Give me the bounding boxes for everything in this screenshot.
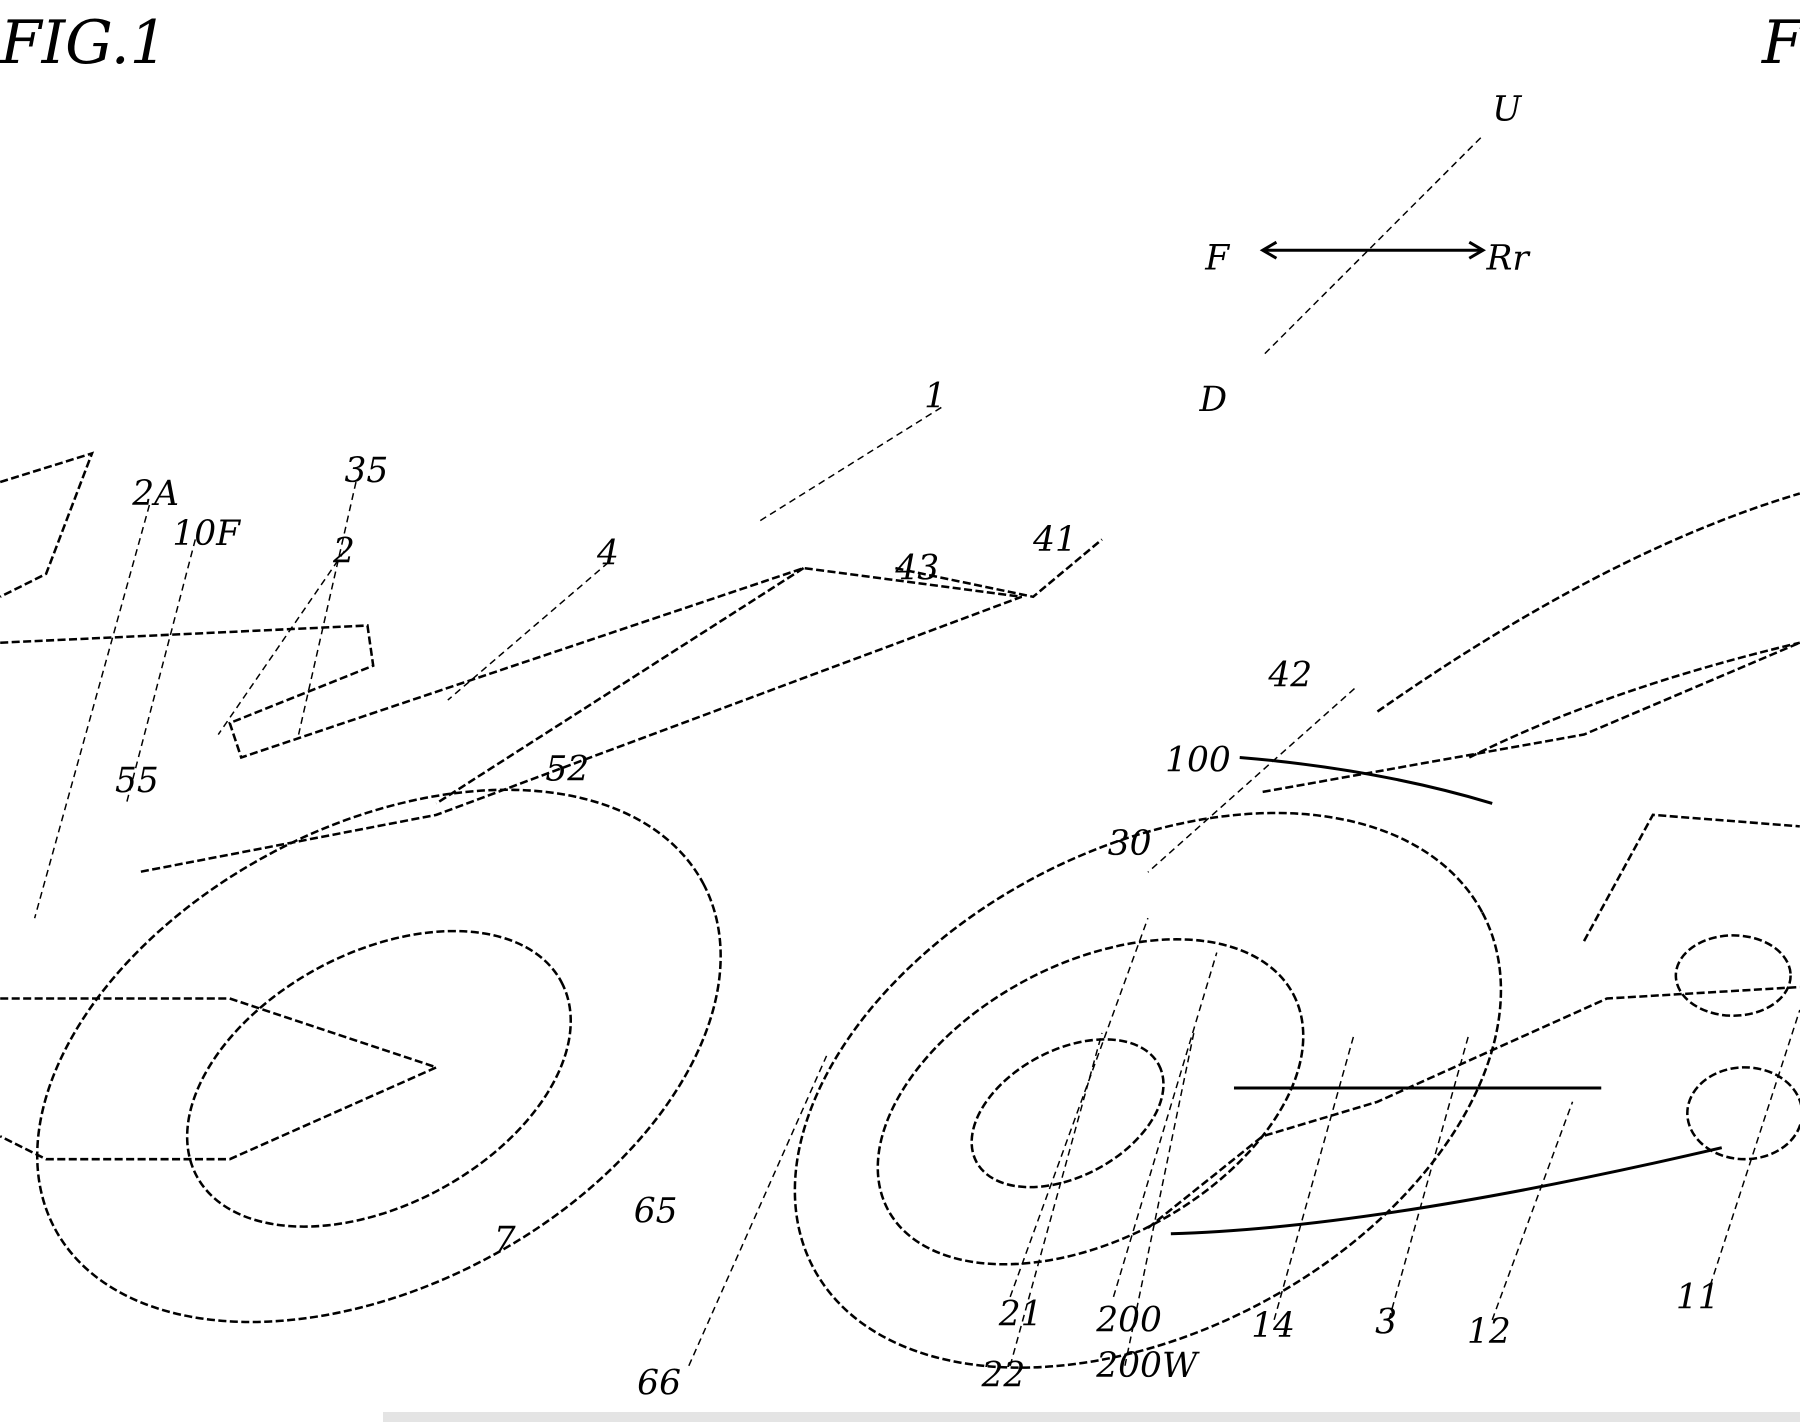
figure-title-partial: F (1761, 9, 1800, 78)
ref-66: 66 (637, 1363, 681, 1403)
direction-down-label: D (1199, 380, 1228, 420)
ref-42: 42 (1267, 655, 1312, 695)
ref-10f: 10F (172, 514, 241, 554)
vehicle-drawing (0, 451, 1800, 1369)
rear-wheel (793, 811, 1503, 1369)
ref-30: 30 (1108, 824, 1152, 864)
rear-hub (876, 938, 1305, 1266)
ref-2a: 2A (131, 474, 179, 514)
ref-3: 3 (1375, 1303, 1397, 1343)
front-hub (185, 929, 572, 1228)
leader-lines (33, 406, 1800, 1367)
ref-22: 22 (980, 1355, 1025, 1395)
direction-up-label: U (1492, 90, 1522, 130)
ref-200w: 200W (1095, 1346, 1200, 1386)
ref-41: 41 (1032, 520, 1077, 560)
ref-21: 21 (998, 1295, 1043, 1335)
front-wheel (35, 788, 722, 1324)
ref-100: 100 (1165, 740, 1231, 780)
ref-14: 14 (1251, 1306, 1295, 1346)
ref-2: 2 (332, 531, 355, 571)
ref-52: 52 (545, 749, 589, 789)
direction-front-label: F (1204, 239, 1230, 279)
ref-12: 12 (1467, 1312, 1511, 1352)
figure-title: FIG.1 (0, 9, 168, 78)
reference-numerals: 1 2A 35 10F 2 4 41 43 55 52 100 42 30 7 … (115, 376, 1720, 1403)
ref-7: 7 (494, 1220, 516, 1260)
direction-indicator: U D F Rr (1199, 90, 1532, 420)
ref-65: 65 (634, 1191, 678, 1231)
ref-35: 35 (345, 451, 389, 491)
ref-4: 4 (596, 534, 619, 574)
ref-200: 200 (1095, 1300, 1162, 1340)
ref-43: 43 (894, 549, 939, 589)
bottom-scroll-strip (383, 1412, 1800, 1422)
direction-rear-label: Rr (1485, 239, 1531, 279)
ref-1: 1 (924, 376, 946, 416)
ref-11: 11 (1676, 1277, 1720, 1317)
ref-55: 55 (115, 761, 159, 801)
